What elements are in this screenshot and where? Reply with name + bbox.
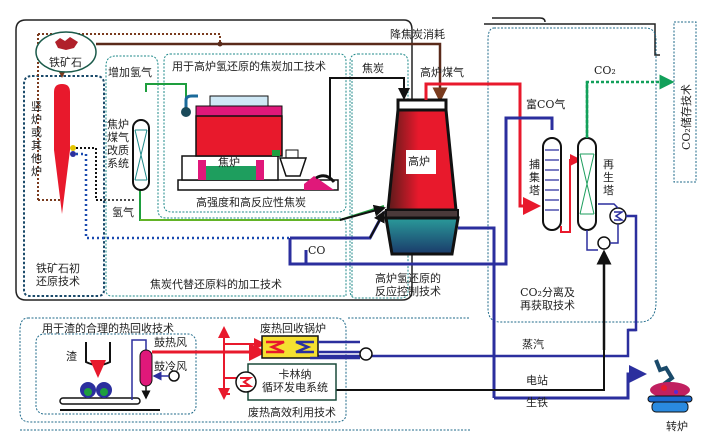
- kalina-system-box: [235, 363, 337, 401]
- add-hydrogen-label: 增加氢气: [108, 66, 152, 79]
- coke-oven-label: 焦炉: [218, 156, 240, 169]
- region-co2-storage: [673, 21, 697, 183]
- region-coke-substitute: [105, 55, 347, 297]
- regeneration-tower-icon: [577, 137, 597, 231]
- co2-separation-title: CO₂分离及 再获取技术: [520, 286, 575, 312]
- region-bf-control: [349, 53, 409, 299]
- hydrogen-label: 氢气: [112, 206, 134, 219]
- shaft-furnace-label: 竖炉或其他炉: [31, 100, 42, 178]
- boiler-icon: [261, 335, 319, 359]
- power-station-label: 电站: [526, 374, 548, 387]
- co-label: CO: [308, 244, 326, 257]
- iron-ore-label: 铁矿石: [49, 56, 82, 69]
- pump-icon: [597, 236, 611, 250]
- coke-oven-icon: [177, 94, 339, 191]
- ore-prereduction-title: 铁矿石初 还原技术: [36, 262, 80, 288]
- hot-blast-label: 鼓热风: [154, 336, 187, 349]
- shaft-furnace-icon: [54, 84, 76, 214]
- heat-exchanger-icon: [609, 207, 627, 225]
- reformer-column-icon: [132, 119, 150, 191]
- region-ore-prereduction: [23, 75, 105, 297]
- high-strength-coke-label: 高强度和高反应性焦炭: [196, 196, 306, 209]
- slag-label: 渣: [66, 350, 77, 363]
- kalina-label: 卡林纳 循环发电系统: [262, 368, 328, 394]
- coke-label: 焦炭: [362, 62, 384, 75]
- co2-storage-title: CO₂储存技术: [680, 84, 693, 150]
- region-outer-group: [15, 19, 413, 301]
- regen-tower-label: 再生塔: [603, 158, 614, 197]
- bf-gas-label: 高炉煤气: [420, 66, 464, 79]
- co2-label: CO₂: [594, 64, 616, 77]
- capture-tower-icon: [542, 137, 562, 231]
- pump-icon: [359, 347, 373, 361]
- capture-tower-label: 捕集塔: [529, 158, 540, 197]
- region-co2-separation: [492, 17, 546, 23]
- pig-iron-label: 生铁: [526, 396, 548, 409]
- coke-substitute-title: 焦炭代替还原料的加工技术: [150, 278, 282, 291]
- waste-heat-boiler-label: 废热回收锅炉: [260, 322, 326, 335]
- cog-reforming-label: 焦炉煤气改质系统: [107, 118, 129, 170]
- converter-label: 转炉: [666, 420, 688, 433]
- converter-icon: [647, 359, 693, 413]
- bf-control-title: 高炉氢还原的 反应控制技术: [375, 272, 441, 298]
- blower-icon: [139, 349, 180, 400]
- cold-blast-label: 鼓冷风: [154, 360, 187, 373]
- blast-furnace-label: 高炉: [408, 155, 430, 168]
- region-coke-processing: [163, 53, 347, 213]
- bf-gas-flow: [424, 82, 541, 215]
- co-rich-gas-label: 富CO气: [526, 98, 566, 111]
- outer-group-title: 降焦炭消耗: [390, 28, 445, 41]
- coke-processing-title: 用于高炉氢还原的焦炭加工技术: [172, 60, 326, 73]
- region-slag-heat: [19, 317, 347, 423]
- steam-label: 蒸汽: [522, 338, 544, 351]
- blast-furnace-icon: [384, 98, 460, 256]
- waste-heat-title: 废热高效利用技术: [248, 406, 336, 419]
- slag-heat-title: 用于渣的合理的热回收技术: [42, 322, 174, 335]
- iron-ore-icon: [35, 31, 97, 73]
- slag-granulator-icon: [59, 342, 160, 411]
